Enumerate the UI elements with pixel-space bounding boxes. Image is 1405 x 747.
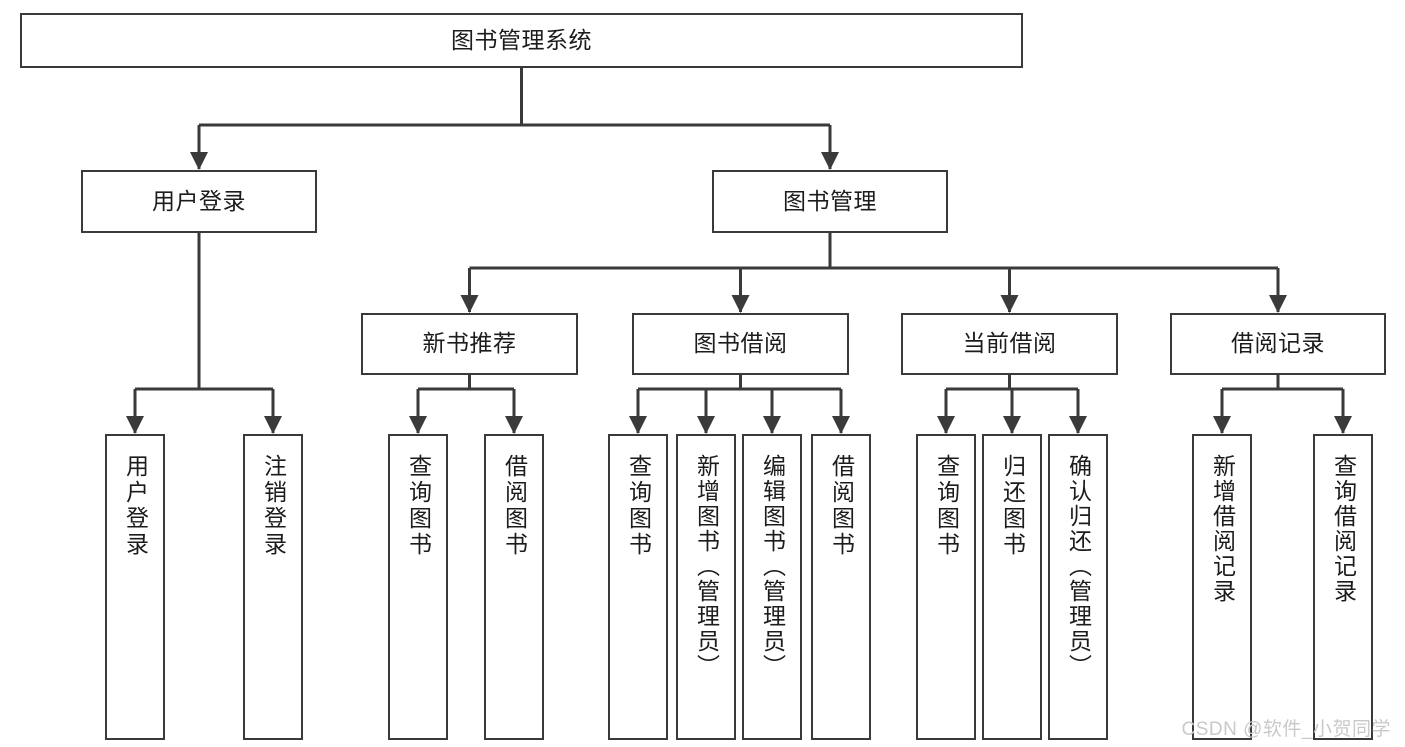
edge-arrowhead [937,416,955,434]
node-leaf-query-rec[interactable]: 查询借阅记录 [1313,434,1373,740]
node-leaf-borrow-2[interactable]: 借阅图书 [811,434,871,740]
edge-arrowhead [409,416,427,434]
node-label: 归还图书 [999,454,1026,558]
node-leaf-add-book[interactable]: 新增图书（管理员） [676,434,736,740]
node-label: 新增借阅记录 [1209,454,1236,604]
edge-arrowhead [1334,416,1352,434]
node-leaf-return[interactable]: 归还图书 [982,434,1042,740]
node-label: 查询图书 [625,454,652,558]
node-label: 图书管理 [783,187,877,214]
edge-arrowhead [460,295,479,313]
node-leaf-user-login[interactable]: 用户登录 [105,434,165,740]
edge-arrowhead [1003,416,1021,434]
node-root[interactable]: 图书管理系统 [20,13,1023,68]
node-label: 图书借阅 [693,330,788,357]
node-label: 查询图书 [405,454,432,558]
edge-arrowhead [505,416,523,434]
node-leaf-query-1[interactable]: 查询图书 [388,434,448,740]
node-label: 借阅记录 [1231,330,1325,357]
node-book-borrow[interactable]: 图书借阅 [632,313,849,375]
edge-arrowhead [629,416,647,434]
edge-arrowhead [1213,416,1231,434]
edge-arrowhead [126,416,144,434]
node-leaf-confirm[interactable]: 确认归还（管理员） [1048,434,1108,740]
node-label: 借阅图书 [828,454,855,558]
node-book-manage[interactable]: 图书管理 [712,170,948,233]
node-label: 新增图书（管理员） [693,454,720,679]
node-label: 用户登录 [152,187,246,214]
node-label: 查询图书 [933,454,960,558]
node-leaf-query-3[interactable]: 查询图书 [916,434,976,740]
edge-arrowhead [731,295,750,313]
edge-arrowhead [832,416,850,434]
node-label: 确认归还（管理员） [1065,454,1092,679]
edge-arrowhead [821,152,839,170]
edge-arrowhead [190,152,208,170]
edge-arrowhead [763,416,781,434]
edge-arrowhead [1069,416,1087,434]
node-leaf-query-2[interactable]: 查询图书 [608,434,668,740]
node-label: 用户登录 [122,454,149,558]
edge-arrowhead [1269,295,1287,313]
node-label: 图书管理系统 [451,26,592,53]
node-current-borrow[interactable]: 当前借阅 [901,313,1118,375]
edge-arrowhead [697,416,715,434]
node-label: 注销登录 [260,454,287,558]
node-label: 编辑图书（管理员） [759,454,786,679]
edge-arrowhead [1000,295,1019,313]
node-leaf-add-rec[interactable]: 新增借阅记录 [1192,434,1252,740]
node-leaf-logout[interactable]: 注销登录 [243,434,303,740]
node-leaf-edit-book[interactable]: 编辑图书（管理员） [742,434,802,740]
node-label: 当前借阅 [962,330,1057,357]
node-label: 查询借阅记录 [1330,454,1357,604]
node-label: 借阅图书 [501,454,528,558]
node-user-login[interactable]: 用户登录 [81,170,317,233]
node-borrow-record[interactable]: 借阅记录 [1170,313,1386,375]
node-leaf-borrow-1[interactable]: 借阅图书 [484,434,544,740]
node-label: 新书推荐 [422,330,517,357]
edge-arrowhead [264,416,282,434]
node-new-book-rec[interactable]: 新书推荐 [361,313,578,375]
